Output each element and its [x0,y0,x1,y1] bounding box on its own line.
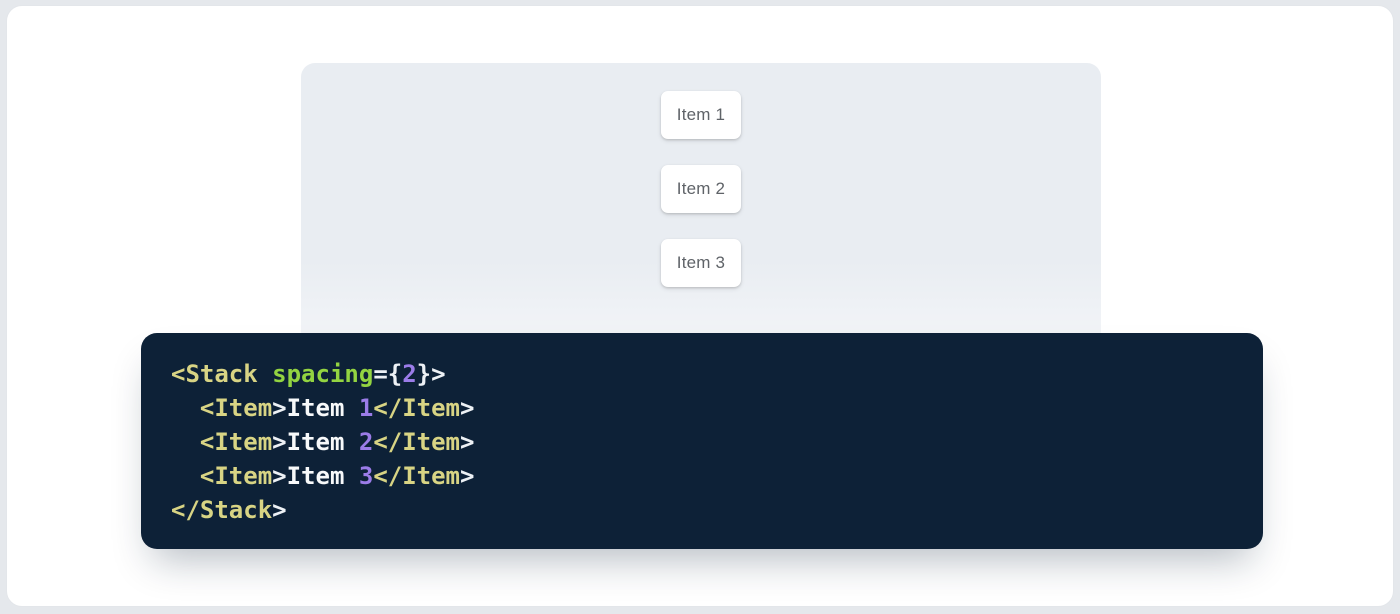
code-token-number: 3 [358,462,374,490]
code-token-text: Item [286,462,359,490]
code-token-punct: }> [416,360,446,388]
code-line: </Stack> [171,493,1233,527]
code-token-plain [258,360,272,388]
stack-item-label: Item 1 [676,105,726,124]
code-token-plain [171,394,200,422]
code-token-tag: <Stack [171,360,258,388]
code-line: <Item>Item 3</Item> [171,459,1233,493]
code-token-text: Item [286,428,359,456]
code-token-tag: </Stack [171,496,273,524]
code-token-punct: > [460,462,475,490]
code-block: <Stack spacing={2}> <Item>Item 1</Item> … [141,333,1263,549]
code-lines: <Stack spacing={2}> <Item>Item 1</Item> … [171,357,1233,527]
code-token-tag: </Item [373,462,461,490]
code-token-attr: spacing [272,360,374,388]
code-token-tag: </Item [373,428,461,456]
code-token-text: Item [286,394,359,422]
code-token-plain [171,428,200,456]
code-token-plain [171,462,200,490]
code-token-punct: > [272,462,287,490]
stack-preview: Item 1 Item 2 Item 3 [301,91,1101,287]
code-line: <Stack spacing={2}> [171,357,1233,391]
code-token-number: 1 [358,394,374,422]
code-token-punct: > [272,394,287,422]
code-token-punct: > [272,496,287,524]
code-token-tag: <Item [199,428,273,456]
code-token-tag: <Item [199,394,273,422]
code-token-punct: > [460,428,475,456]
code-token-tag: <Item [199,462,273,490]
stack-item-card: Item 2 [661,165,741,213]
code-token-punct: > [460,394,475,422]
code-line: <Item>Item 1</Item> [171,391,1233,425]
code-token-punct: ={ [373,360,403,388]
code-token-number: 2 [358,428,374,456]
stack-item-card: Item 3 [661,239,741,287]
stack-preview-panel: Item 1 Item 2 Item 3 [301,63,1101,346]
code-line: <Item>Item 2</Item> [171,425,1233,459]
code-token-punct: > [272,428,287,456]
stack-item-label: Item 3 [676,253,726,272]
code-token-number: 2 [402,360,417,388]
stack-item-card: Item 1 [661,91,741,139]
stack-item-label: Item 2 [676,179,726,198]
code-token-tag: </Item [373,394,461,422]
